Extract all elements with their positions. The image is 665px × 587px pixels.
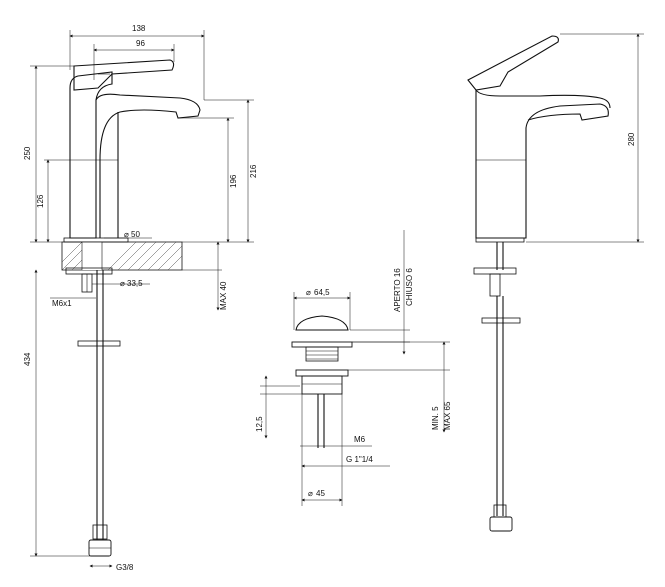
dim-rod-thread: M6 — [354, 435, 366, 444]
dim-hole-diameter: 33,5 — [127, 279, 143, 288]
faucet-body — [63, 71, 201, 243]
dim-min: MIN. 5 — [431, 406, 440, 430]
dim-base-diameter: 50 — [131, 230, 140, 239]
diameter-symbol-33: ⌀ — [120, 279, 125, 288]
dim-thread-size: G 1"1/4 — [346, 455, 373, 464]
diameter-symbol-50: ⌀ — [124, 230, 129, 239]
dim-open: APERTO 16 — [393, 268, 402, 312]
dim-cap-diameter: 64,5 — [314, 288, 330, 297]
dim-total-height: 250 — [23, 146, 32, 160]
right-view: 280 — [467, 33, 644, 532]
dim-right-height: 280 — [627, 132, 636, 146]
right-hardware — [473, 242, 521, 532]
dim-max: MAX 65 — [443, 401, 452, 430]
dim-handle-width: 96 — [136, 39, 145, 48]
drain-assembly — [291, 315, 353, 448]
mounting-hardware — [65, 267, 113, 293]
dim-max-deck: MAX 40 — [219, 281, 228, 310]
dim-thread: M6x1 — [52, 299, 72, 308]
diameter-symbol-45: ⌀ — [308, 489, 313, 498]
diameter-symbol-64: ⌀ — [306, 288, 311, 297]
dim-outlet-height: 196 — [229, 174, 238, 188]
right-dimensions: 280 — [526, 33, 644, 243]
dim-body-diameter: 45 — [316, 489, 325, 498]
dim-hose-length: 434 — [23, 352, 32, 366]
center-view: ⌀ 64,5 APERTO 16 CHIUSO 6 MIN. 5 MAX 65 … — [255, 230, 452, 506]
deck-section — [61, 241, 183, 271]
handle-lever — [73, 59, 175, 91]
faucet-body-right — [467, 35, 611, 243]
supply-hose — [77, 270, 121, 557]
left-view: 138 96 250 126 216 196 — [23, 24, 258, 572]
center-dimensions: ⌀ 64,5 APERTO 16 CHIUSO 6 MIN. 5 MAX 65 … — [255, 230, 452, 506]
dim-flange-height: 12,5 — [255, 416, 264, 432]
dim-closed: CHIUSO 6 — [405, 268, 414, 306]
dim-body-height: 126 — [36, 194, 45, 208]
dim-connector: G3/8 — [116, 563, 134, 572]
left-dimensions: 138 96 250 126 216 196 — [23, 24, 258, 572]
dim-overall-width: 138 — [132, 24, 146, 33]
dim-spout-height: 216 — [249, 164, 258, 178]
